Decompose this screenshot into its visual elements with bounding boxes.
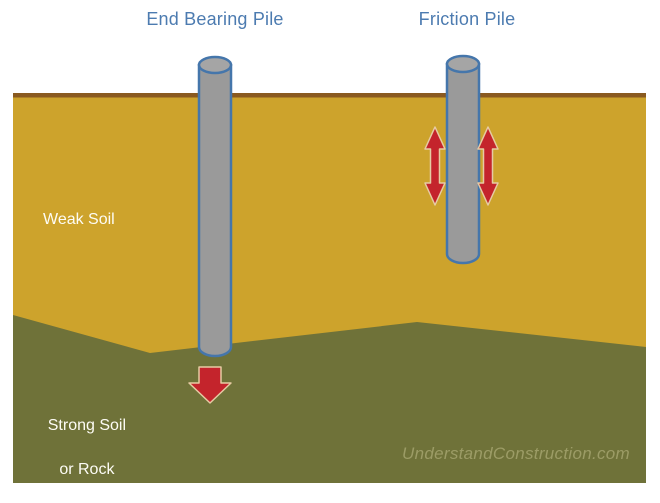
ground-line [13, 93, 646, 98]
end-bearing-pile-body [197, 63, 233, 358]
end-bearing-pile-title: End Bearing Pile [146, 9, 284, 29]
strong-soil-label: Strong Soil or Rock [30, 393, 126, 503]
end-bearing-load-arrow [188, 366, 232, 404]
friction-arrow-right [477, 126, 499, 206]
friction-pile [445, 54, 481, 265]
watermark-text: UnderstandConstruction.com [402, 444, 630, 463]
strong-soil-layer [13, 315, 646, 483]
friction-pile-title: Friction Pile [418, 9, 516, 29]
diagram-canvas [13, 54, 646, 483]
end-bearing-pile-cap [197, 55, 233, 75]
friction-arrow-left [424, 126, 446, 206]
end-bearing-pile [197, 55, 233, 358]
pile-foundation-diagram: End Bearing Pile Friction Pile Weak Soil… [13, 9, 646, 483]
weak-soil-label: Weak Soil [43, 211, 115, 228]
friction-pile-body [445, 62, 481, 265]
strong-soil-label-line2: or Rock [59, 461, 115, 478]
friction-pile-cap [445, 54, 481, 74]
strong-soil-label-line1: Strong Soil [47, 417, 127, 434]
